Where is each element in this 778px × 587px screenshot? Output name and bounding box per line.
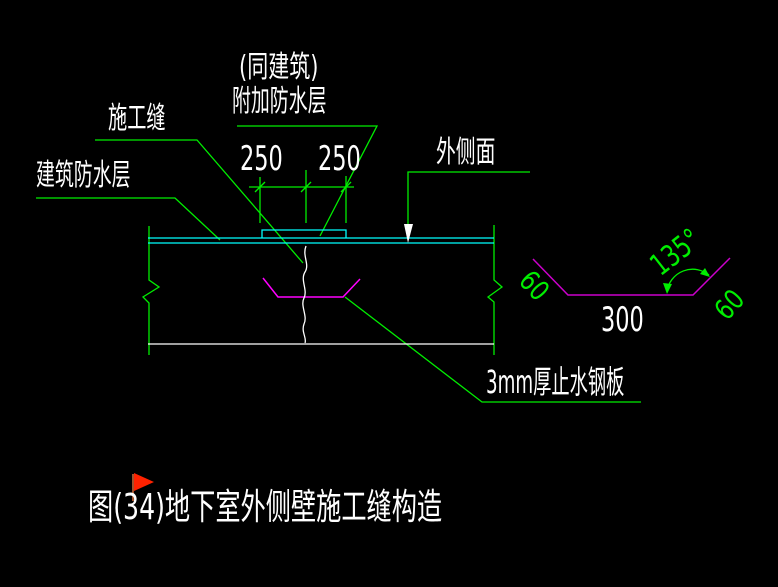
waterstop-plate-section — [262, 277, 361, 298]
figure-caption: 图(34)地下室外侧壁施工缝构造 — [88, 487, 443, 528]
label-steel-plate: 3mm厚止水钢板 — [486, 363, 625, 401]
additional-waterproofing-strip — [261, 229, 347, 238]
wall-left-break-edge — [141, 226, 161, 355]
leader-steel-plate — [344, 296, 641, 403]
construction-joint-line — [302, 245, 308, 344]
label-outer-face: 外侧面 — [436, 135, 496, 170]
leader-additional-waterproofing — [237, 125, 379, 237]
label-construction-joint: 施工缝 — [108, 101, 166, 136]
dimension-line-250-250 — [249, 170, 354, 223]
dimension-300: 300 — [601, 300, 644, 340]
outer-face-arrow-icon — [404, 224, 413, 243]
waterstop-plate-profile — [532, 257, 731, 296]
label-additional-waterproofing: 附加防水层 — [232, 84, 327, 119]
dimension-250-right: 250 — [318, 139, 361, 179]
flag-icon — [132, 473, 154, 501]
dimension-250-left: 250 — [240, 139, 283, 179]
label-building-waterproofing: 建筑防水层 — [36, 158, 131, 193]
angle-arc-135 — [663, 268, 710, 294]
building-waterproofing-lines — [148, 237, 494, 244]
leader-construction-joint — [95, 139, 304, 264]
label-same-as-building: (同建筑) — [239, 50, 319, 85]
leader-outer-face — [407, 171, 530, 224]
wall-right-break-edge — [486, 225, 504, 355]
leader-building-waterproofing — [36, 197, 221, 241]
